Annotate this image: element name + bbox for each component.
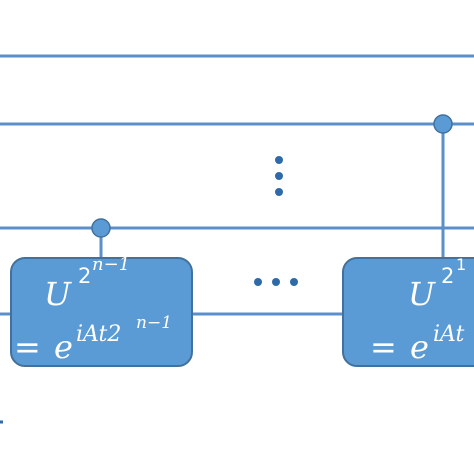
vertical-ellipsis — [275, 156, 283, 196]
horizontal-ellipsis — [254, 278, 298, 286]
gate1-eq-exp2: n−1 — [136, 313, 172, 333]
gate2-label-exp: 2 — [441, 264, 454, 288]
gate2-eq-exp: iAt — [433, 322, 465, 347]
gate2-eq-prefix: = — [370, 328, 397, 366]
gate1-eq-exp: iAt2 — [76, 322, 121, 347]
gate-u-2n-1: U 2 n−1 = e iAt2 n−1 — [10, 254, 193, 367]
gate-u-2-1: U 2 1 = e iAt — [342, 255, 474, 367]
gate2-eq-e: e — [410, 328, 429, 366]
control-dot-2 — [433, 114, 453, 134]
control-dot-1 — [91, 218, 111, 238]
gate2-label-exp2: 1 — [456, 255, 466, 274]
gate1-eq-prefix: = — [14, 328, 41, 366]
gate1-eq-e: e — [54, 328, 73, 366]
gate1-label-base: U — [44, 275, 72, 313]
gate1-label-exp2: n−1 — [92, 254, 130, 275]
gate1-label-exp: 2 — [78, 264, 91, 288]
gate2-label-base: U — [408, 275, 436, 313]
